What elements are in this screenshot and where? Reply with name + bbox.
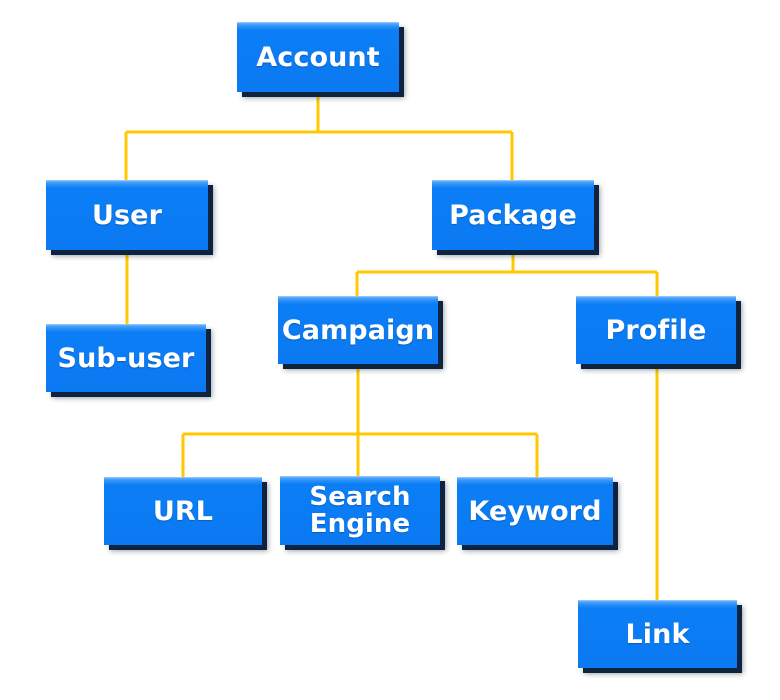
node-search-engine-label: Search Engine (309, 481, 411, 539)
node-search-engine[interactable]: Search Engine (280, 476, 440, 545)
node-profile[interactable]: Profile (576, 296, 736, 364)
node-url-label: URL (152, 495, 214, 527)
node-user[interactable]: User (46, 180, 208, 250)
node-sub-user-label: Sub-user (57, 342, 195, 374)
node-user-label: User (91, 199, 163, 231)
node-sub-user[interactable]: Sub-user (46, 324, 206, 392)
node-link[interactable]: Link (578, 600, 737, 668)
node-account-label: Account (256, 41, 380, 73)
node-link-label: Link (625, 618, 690, 650)
node-keyword[interactable]: Keyword (457, 477, 613, 545)
edge-account-user-package (124, 92, 514, 180)
node-package[interactable]: Package (432, 180, 594, 250)
node-package-label: Package (449, 199, 577, 231)
edge-campaign-children (181, 364, 539, 477)
edge-package-campaign-profile (355, 250, 659, 296)
node-campaign[interactable]: Campaign (278, 296, 438, 364)
node-account[interactable]: Account (237, 22, 399, 92)
node-keyword-label: Keyword (468, 495, 602, 527)
node-url[interactable]: URL (104, 477, 262, 545)
node-campaign-label: Campaign (281, 314, 435, 346)
node-profile-label: Profile (605, 314, 707, 346)
